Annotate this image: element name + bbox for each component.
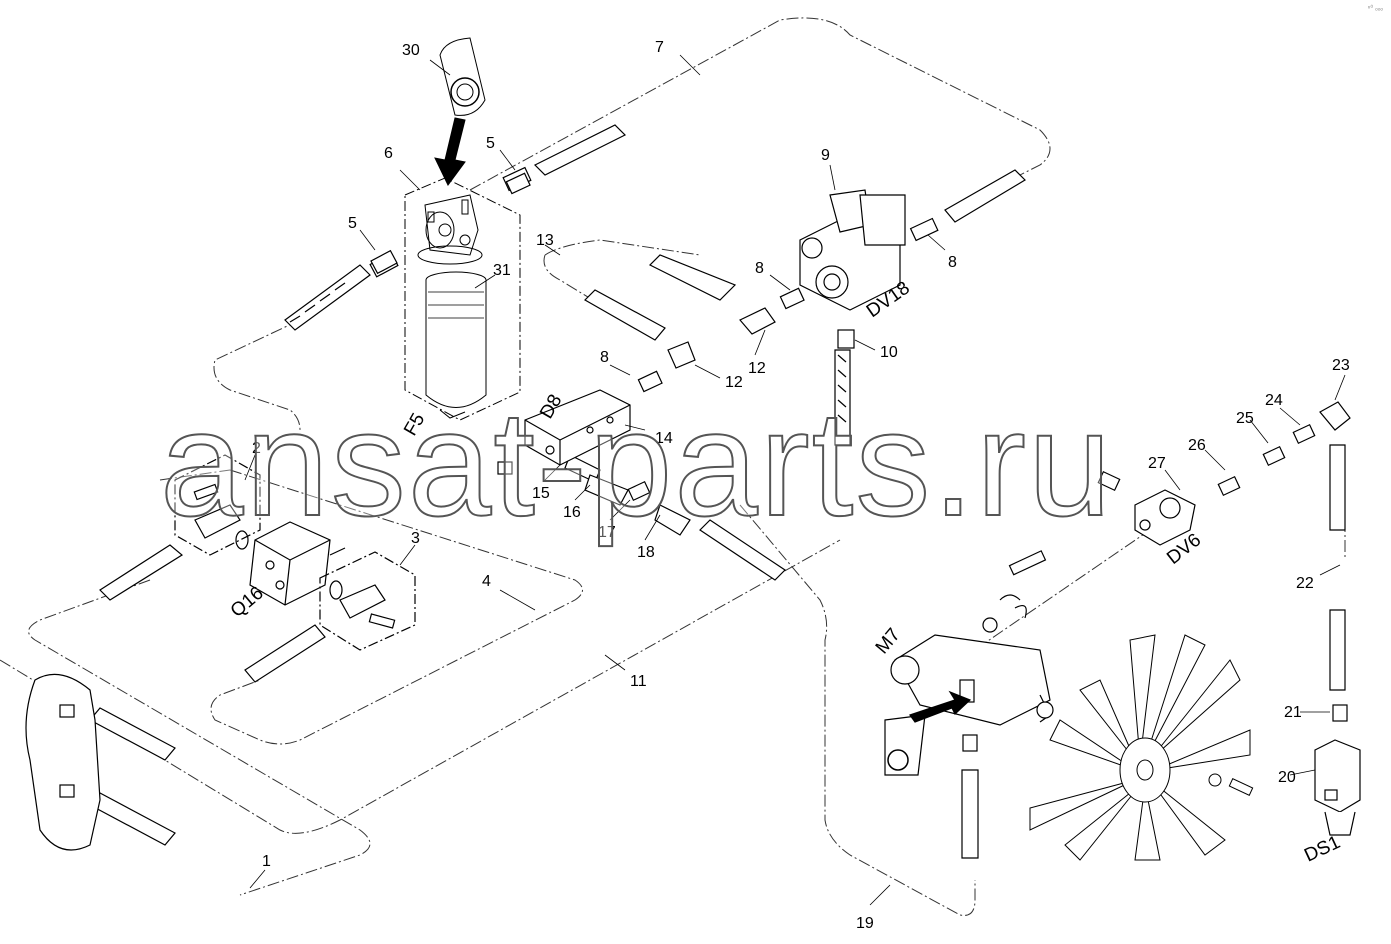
callout-17: 17 <box>598 524 616 541</box>
callout-18: 18 <box>637 544 655 561</box>
callout-10: 10 <box>880 344 898 361</box>
callout-15: 15 <box>532 485 550 502</box>
callout-8-right: 8 <box>948 254 957 271</box>
motor-m7 <box>884 550 1054 776</box>
callout-31: 31 <box>493 262 511 279</box>
corner-mark: ⁿ⁰ ₒₒₒ <box>1367 5 1383 12</box>
callout-12-mid: 12 <box>748 360 766 377</box>
callout-11: 11 <box>630 673 647 690</box>
callout-labels: 30 7 6 5 5 9 13 31 8 8 8 10 12 12 14 2 1… <box>252 39 1350 932</box>
callout-26: 26 <box>1188 437 1206 454</box>
frame-plate <box>25 673 101 851</box>
callout-8-mid: 8 <box>755 260 764 277</box>
callout-16: 16 <box>563 504 581 521</box>
callout-5-top: 5 <box>486 135 495 152</box>
callout-23: 23 <box>1332 357 1350 374</box>
callout-21: 21 <box>1284 704 1302 721</box>
callout-27: 27 <box>1148 455 1166 472</box>
callout-22: 22 <box>1296 575 1314 592</box>
block-d8 <box>524 389 631 466</box>
callout-4: 4 <box>482 573 491 590</box>
callout-12-right: 12 <box>725 374 743 391</box>
callout-2: 2 <box>252 440 261 457</box>
valve-dv6 <box>1134 489 1196 546</box>
filter-f5 <box>404 177 521 421</box>
hoses <box>89 124 1346 859</box>
pressure-switch-ds1 <box>1314 739 1361 836</box>
callout-30: 30 <box>402 42 420 59</box>
callout-19: 19 <box>856 915 874 932</box>
callout-7: 7 <box>655 39 664 56</box>
callout-20: 20 <box>1278 769 1296 786</box>
leader-lines <box>244 54 1346 906</box>
label-f5: F5 <box>400 410 429 440</box>
callout-25: 25 <box>1236 410 1254 427</box>
callout-6: 6 <box>384 145 393 162</box>
valve-dv18 <box>799 189 906 311</box>
label-m7: M7 <box>872 624 905 658</box>
pump-q16 <box>174 454 416 651</box>
callout-13: 13 <box>536 232 554 249</box>
callout-3: 3 <box>411 530 420 547</box>
fittings <box>370 172 1351 752</box>
callout-24: 24 <box>1265 392 1283 409</box>
routing-lines <box>0 17 1346 916</box>
service-kit-arrow <box>434 37 486 186</box>
label-ds1: DS1 <box>1301 832 1343 867</box>
fan <box>1029 634 1254 861</box>
designation-labels: F5 D8 DV18 Q16 M7 DV6 DS1 <box>227 278 1344 867</box>
callout-8-left: 8 <box>600 349 609 366</box>
callout-1: 1 <box>262 853 271 870</box>
callout-14: 14 <box>655 430 673 447</box>
callout-5-left: 5 <box>348 215 357 232</box>
callout-9: 9 <box>821 147 830 164</box>
